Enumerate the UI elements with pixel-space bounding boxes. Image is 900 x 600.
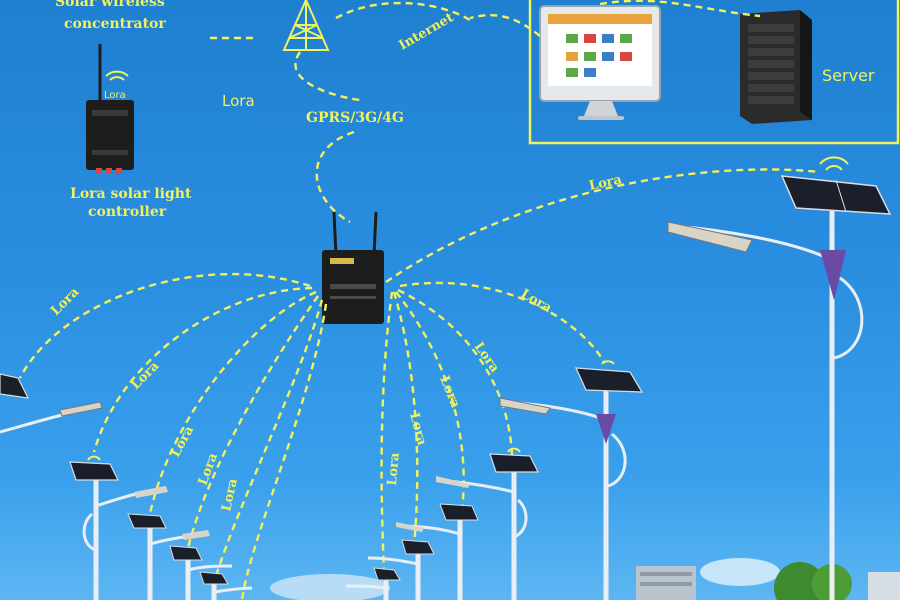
internet-label: Internet: [397, 10, 457, 53]
server-frame: [528, 0, 900, 145]
street-light: [199, 571, 253, 600]
lora-link-labels: Lora Lora Lora Lora Lora Lora Lora Lora …: [48, 172, 624, 513]
wifi-icon: [825, 165, 843, 171]
link-label: Lora: [406, 411, 429, 447]
link-label: Lora: [436, 374, 463, 411]
solar-panel: [199, 571, 229, 585]
solar-panel: [373, 567, 401, 581]
monitor-internet-link: [469, 14, 541, 37]
link-label: Lora: [471, 340, 503, 376]
concentrator-label-line1: Solar wireless: [55, 0, 165, 10]
cell-tower-icon: [282, 0, 330, 51]
server-label: Server: [822, 66, 875, 85]
link-label: Lora: [48, 284, 82, 318]
link-label: Lora: [196, 451, 222, 488]
link-label: Lora: [518, 286, 555, 316]
solar-panel: [439, 503, 479, 521]
solar-panel: [489, 453, 539, 473]
solar-panel: [169, 545, 203, 561]
link-label: Lora: [168, 423, 197, 460]
street-light: [345, 567, 401, 600]
solar-panel: [0, 373, 30, 399]
wifi-icon: [87, 455, 101, 461]
street-light: [127, 513, 210, 600]
solar-panel: [780, 175, 892, 215]
gprs-gateway-link: [315, 130, 355, 224]
wifi-icon: [507, 447, 521, 453]
server-tower-icon: [740, 10, 812, 124]
city-background: [270, 558, 900, 600]
street-light: [499, 360, 644, 600]
building-right: [868, 572, 900, 600]
solar-panel: [401, 539, 435, 555]
street-light: [0, 373, 103, 434]
concentrator-label-line2: concentrator: [64, 16, 166, 32]
lora-links: [18, 168, 821, 600]
tower-loop-link: [294, 51, 361, 102]
wifi-icon: [105, 70, 129, 81]
street-light: [169, 545, 233, 600]
controller-device-icon: [86, 44, 134, 174]
link-label: Lora: [588, 172, 624, 194]
street-lights: [0, 156, 892, 600]
lora-top-label: Lora: [222, 92, 255, 110]
link-label: Lora: [385, 452, 403, 487]
server-box: Server: [469, 0, 900, 145]
gprs-label: GPRS/3G/4G: [306, 110, 404, 126]
street-light: [667, 156, 892, 600]
controller-label-line2: controller: [88, 204, 167, 220]
solar-panel: [574, 367, 644, 393]
monitor-icon: [539, 5, 661, 120]
tree: [774, 562, 826, 600]
solar-panel: [127, 513, 167, 529]
link-label: Lora: [219, 477, 241, 513]
gateway-device-icon: [322, 211, 384, 324]
wifi-icon: [601, 360, 615, 365]
street-light: [396, 503, 479, 600]
tower-internet-link: [335, 1, 471, 22]
street-light: [367, 539, 435, 600]
controller-label-line1: Lora solar light: [70, 186, 192, 202]
street-light: [436, 447, 539, 600]
street-light: [69, 455, 168, 600]
controller-wifi-label: Lora: [104, 90, 126, 101]
solar-panel: [69, 461, 119, 481]
